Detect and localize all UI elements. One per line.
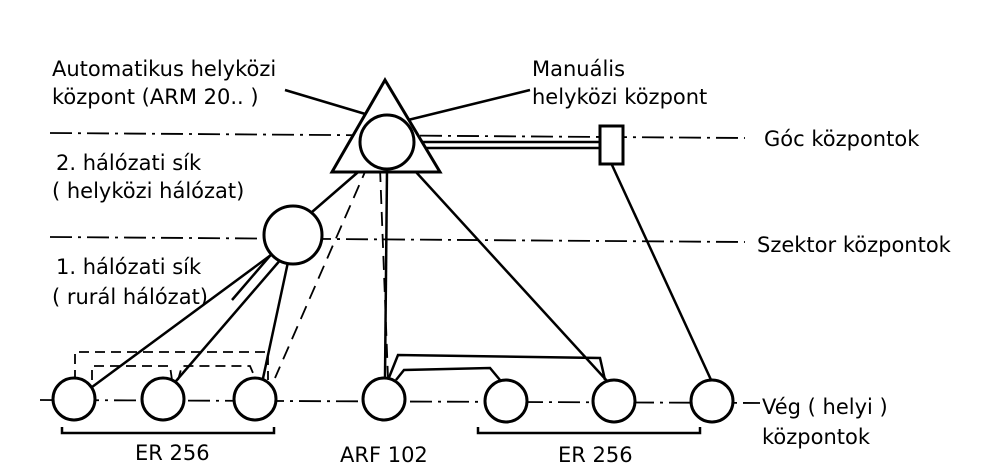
manual-label-line1: Manuális [532,57,625,81]
labels: Automatikus helyközi központ (ARM 20.. )… [52,57,952,467]
end-exchange [140,376,186,422]
link-sector-to-end1 [87,250,276,392]
veg-label-line1: Vég ( helyi ) [762,395,888,419]
right-bracket-outer [386,353,607,381]
link-sector-to-end3 [260,261,290,384]
manual-connection [412,140,714,383]
end-exchange [483,378,529,424]
link-main-to-arf102 [383,169,389,379]
left-dashed-brackets [74,351,269,381]
er256-left-label: ER 256 [135,441,210,465]
manual-leader-line [407,88,531,122]
right-solid-brackets [386,353,607,381]
end-exchange [51,376,97,422]
right-bracket-inner [395,366,501,381]
er256-left-brace [60,427,276,435]
dashed-link-main-to-left [274,164,369,379]
auto-label-line1: Automatikus helyközi [52,57,276,81]
link-main-to-er256-right [404,159,609,383]
manual-label-line2: helyközi központ [532,85,707,109]
plane1-label-line2: ( rurál hálózat) [52,285,208,309]
szektor-label: Szektor központok [757,233,952,257]
group-braces [60,427,702,435]
veg-label-line2: központok [762,425,871,449]
main-exchange-links [274,159,609,383]
rectangle-icon [598,124,625,166]
left-bracket-inner-1 [91,365,173,381]
auto-leader-line [284,88,373,118]
sector-exchange [262,204,324,266]
goc-label: Góc központok [764,127,920,151]
plane2-label-line1: 2. hálózati sík [56,151,202,175]
link-manual-to-end [610,164,714,383]
end-exchange [361,376,407,422]
end-exchange [689,378,735,424]
end-exchange [232,376,278,422]
er256-right-brace [476,427,702,435]
end-exchange [591,378,637,424]
main-exchange-circle [358,113,416,171]
szektor-level-line [49,236,746,243]
dashed-link-main-to-arf-area [379,167,389,379]
end-exchanges [51,376,735,424]
plane1-label-line1: 1. hálózati sík [56,255,202,279]
plane2-label-line2: ( helyközi hálózat) [52,179,244,203]
main-exchange [329,77,443,174]
arf102-label: ARF 102 [340,443,428,467]
er256-right-label: ER 256 [558,443,633,467]
auto-label-line2: központ (ARM 20.. ) [52,85,259,109]
left-bracket-inner-2 [177,365,257,381]
